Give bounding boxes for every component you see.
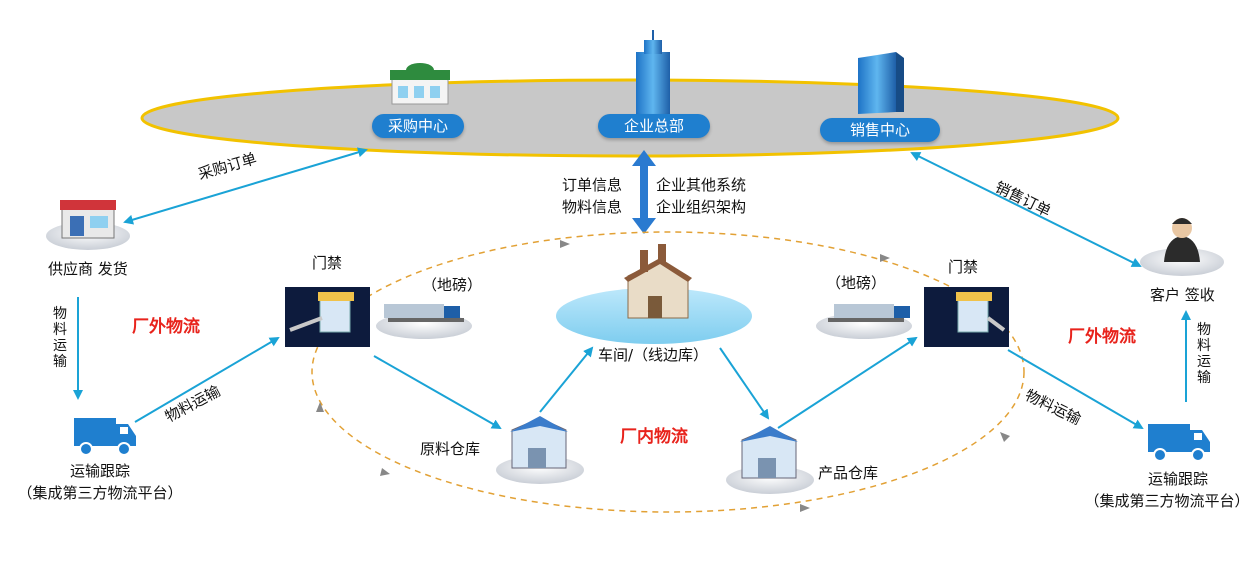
sync-double-arrow <box>632 150 656 234</box>
enterprise-hq-pill[interactable]: 企业总部 <box>598 114 710 138</box>
product-warehouse-label: 产品仓库 <box>818 464 879 482</box>
skyscraper-icon <box>636 30 670 114</box>
gate-icon <box>924 287 1009 347</box>
purchase-order-arrow <box>123 147 368 225</box>
workshop-to-product-arrow <box>719 347 770 420</box>
gate-right-label: 门禁 <box>948 258 979 276</box>
store-building-icon <box>390 63 450 105</box>
raw-to-workshop-arrow <box>539 346 594 413</box>
gate-to-raw-arrow <box>373 355 502 429</box>
sync-left-line2: 物料信息 <box>562 198 623 216</box>
warehouse-icon <box>726 426 814 494</box>
factory-icon <box>624 244 692 319</box>
gate-icon <box>285 287 370 347</box>
scale-left-label: （地磅） <box>422 276 483 294</box>
loop-direction-markers <box>316 240 1010 512</box>
gate-left-label: 门禁 <box>312 254 343 272</box>
sync-right-line1: 企业其他系统 <box>656 176 747 194</box>
truck-icon <box>1148 424 1210 462</box>
sales-order-arrow <box>910 152 1142 267</box>
weighbridge-truck-icon <box>816 304 912 339</box>
warehouse-icon <box>496 416 584 484</box>
right-vertical-transport-label: 物料运输 <box>1197 322 1211 386</box>
right-transport-arrow <box>1007 349 1144 430</box>
person-icon <box>1140 218 1224 276</box>
sync-right-line2: 企业组织架构 <box>656 198 747 216</box>
scale-right-label: （地磅） <box>826 274 887 292</box>
truck-icon <box>74 418 136 456</box>
tracking-right-line2: （集成第三方物流平台） <box>1084 492 1250 510</box>
shop-icon <box>46 200 130 250</box>
raw-warehouse-label: 原料仓库 <box>420 440 481 458</box>
customer-label: 客户 签收 <box>1150 286 1215 304</box>
outside-logistics-right: 厂外物流 <box>1068 327 1136 347</box>
tracking-left-line1: 运输跟踪 <box>69 462 130 480</box>
left-vertical-transport-label: 物料运输 <box>53 306 67 370</box>
workshop-label: 车间/（线边库） <box>598 346 709 364</box>
factory-loop <box>311 231 1025 513</box>
tracking-right-line1: 运输跟踪 <box>1147 470 1208 488</box>
office-tower-icon <box>858 52 904 114</box>
weighbridge-truck-icon <box>376 304 472 339</box>
sync-left-line1: 订单信息 <box>562 176 623 194</box>
product-to-gate-arrow <box>777 336 918 429</box>
supplier-label: 供应商 发货 <box>48 260 128 278</box>
left-transport-arrow <box>134 336 280 423</box>
sales-center-pill[interactable]: 销售中心 <box>820 118 940 142</box>
outside-logistics-left: 厂外物流 <box>132 317 200 337</box>
tracking-left-line2: （集成第三方物流平台） <box>17 484 183 502</box>
purchase-center-pill[interactable]: 采购中心 <box>372 114 464 138</box>
inside-logistics: 厂内物流 <box>620 427 688 447</box>
